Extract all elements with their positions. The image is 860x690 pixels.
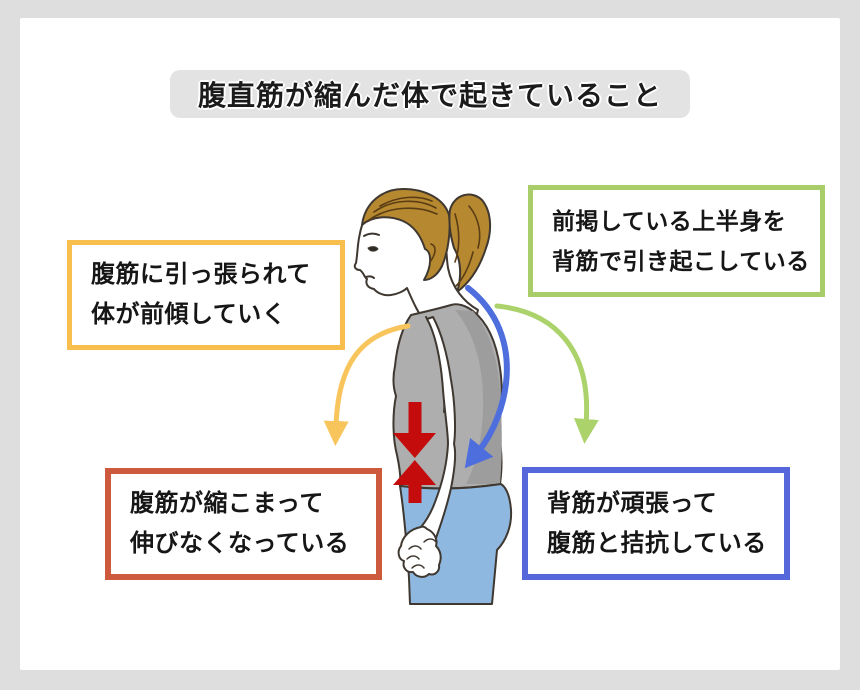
finger-lines	[406, 538, 437, 569]
label-box-back-antagonism: 背筋が頑張って 腹筋と拮抗している	[522, 467, 790, 580]
label-line: 伸びなくなっている	[130, 530, 350, 557]
label-line: 背筋で引き起こしている	[552, 248, 810, 274]
label-box-forward-lean: 腹筋に引っ張られて 体が前傾していく	[67, 240, 345, 350]
green-curved-arrow-icon	[494, 303, 599, 444]
page-title: 腹直筋が縮んだ体で起きていること	[170, 70, 690, 118]
yellow-curved-arrow-icon	[323, 323, 411, 446]
red-compression-arrows-icon	[393, 402, 436, 503]
label-line: 前掲している上半身を	[552, 208, 787, 234]
label-line: 体が前傾していく	[91, 301, 287, 328]
label-line: 腹筋と拮抗している	[547, 529, 767, 557]
hair-strand-lines	[368, 196, 481, 287]
label-box-back-lift: 前掲している上半身を 背筋で引き起こしている	[528, 185, 825, 297]
label-line: 腹筋が縮こまって	[130, 490, 324, 517]
blue-spine-arrow-icon	[464, 285, 510, 469]
face-features	[363, 232, 380, 279]
page-title-text: 腹直筋が縮んだ体で起きていること	[197, 80, 662, 111]
label-line: 腹筋に引っ張られて	[91, 261, 311, 288]
label-box-abs-contracted: 腹筋が縮こまって 伸びなくなっている	[105, 468, 382, 580]
label-line: 背筋が頑張って	[547, 489, 718, 517]
ponytail	[448, 193, 492, 293]
